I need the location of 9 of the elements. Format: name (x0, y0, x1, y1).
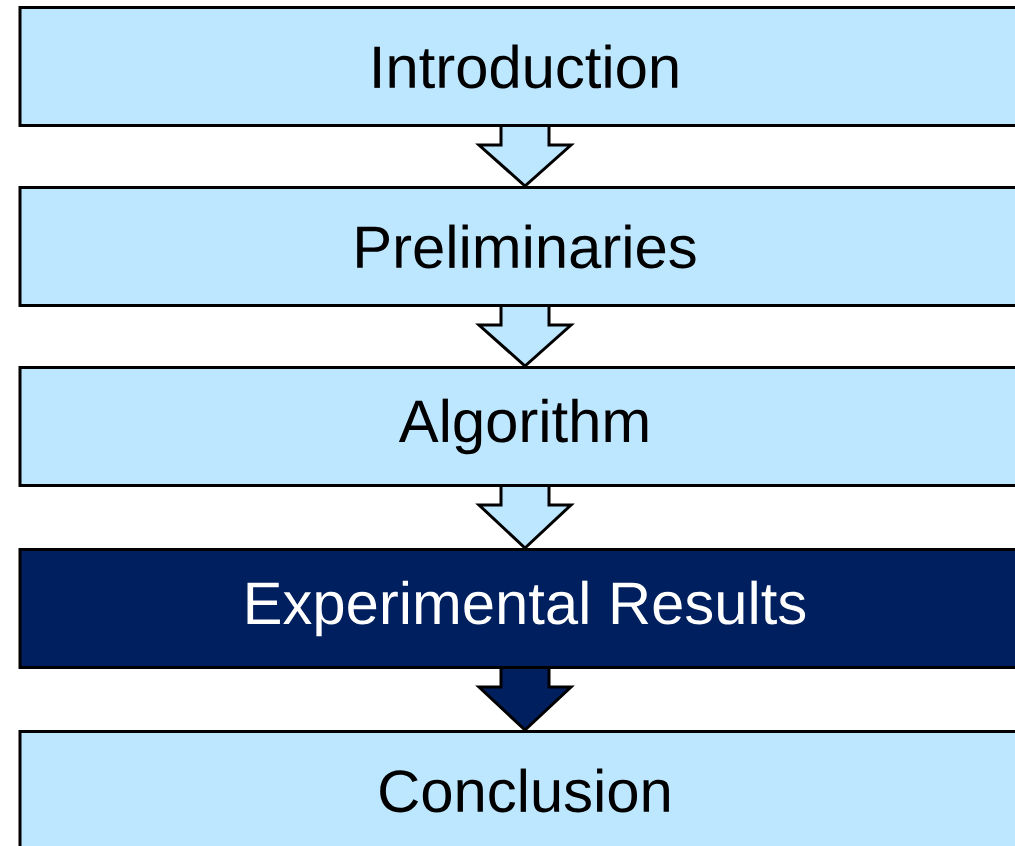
section-box: Introduction (18, 6, 1015, 127)
block-arrow (475, 305, 575, 368)
section-box: Preliminaries (18, 186, 1015, 307)
section-box: Algorithm (18, 366, 1015, 487)
block-arrow (475, 485, 575, 551)
block-arrow (475, 667, 575, 733)
section-box: Experimental Results (18, 548, 1015, 669)
block-arrow (475, 125, 575, 188)
section-box: Conclusion (18, 730, 1015, 846)
